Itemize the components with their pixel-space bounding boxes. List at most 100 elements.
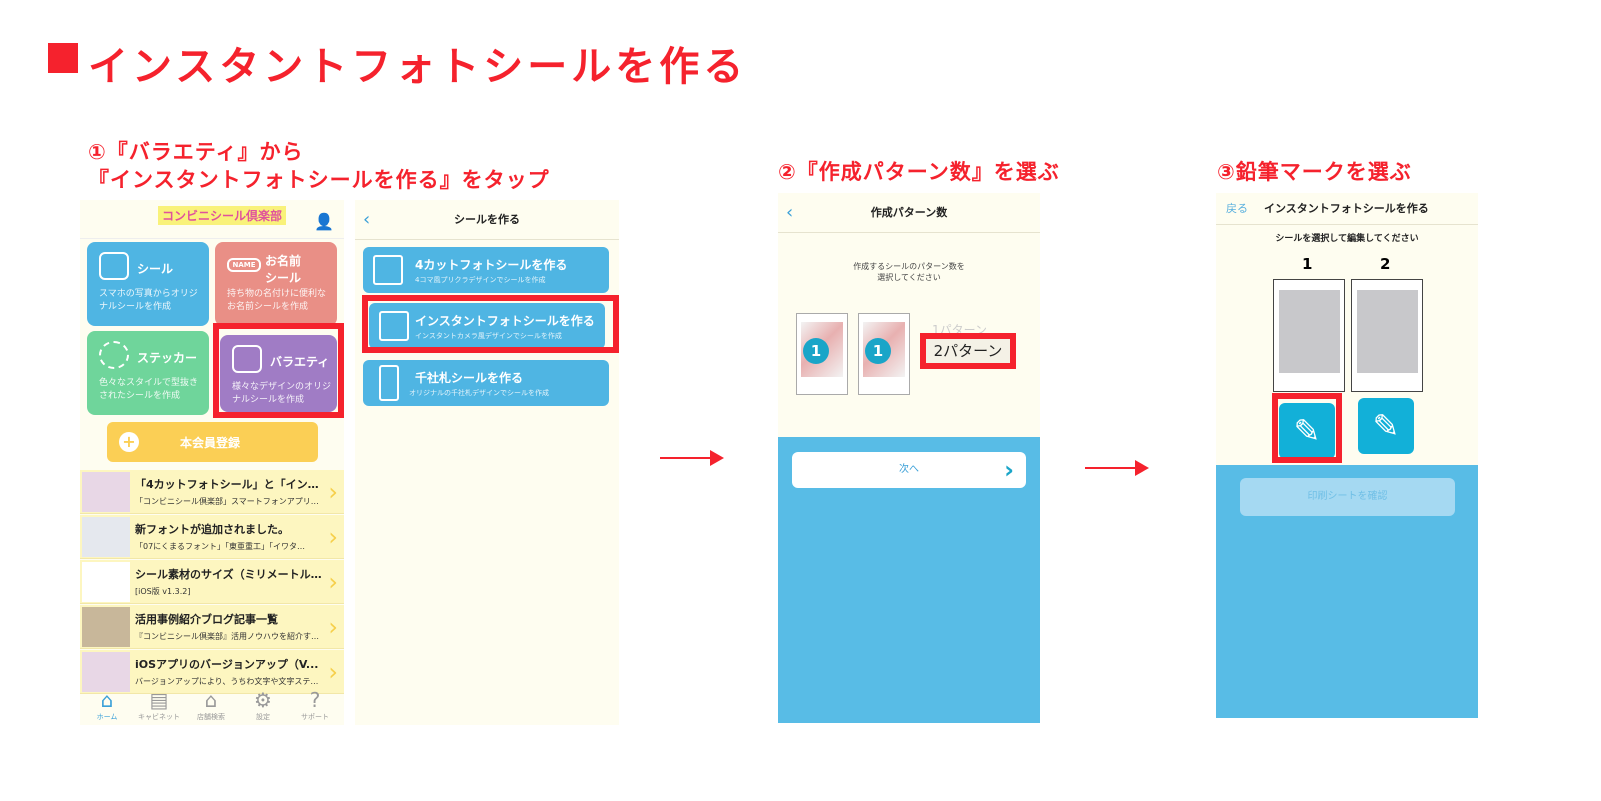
- back-chevron-icon[interactable]: ‹: [786, 202, 794, 223]
- step1-line1: ①『バラエティ』から: [88, 140, 304, 164]
- step1-label: ①『バラエティ』から 『インスタントフォトシールを作る』をタップ: [88, 138, 550, 194]
- chevron-right-icon: ›: [328, 478, 338, 506]
- pattern-badge: 1: [865, 338, 891, 364]
- edit-prompt: シールを選択して編集してください: [1275, 234, 1419, 244]
- news-item[interactable]: 活用事例紹介ブログ記事一覧『コンビニシール倶楽部』活用ノウハウを紹介す… ›: [80, 605, 344, 649]
- back-link[interactable]: 戻る: [1226, 202, 1248, 215]
- chevron-right-icon: ›: [328, 658, 338, 686]
- tile-name-seal[interactable]: NAME お名前シール 持ち物の名付けに便利なお名前シールを作成: [215, 242, 337, 326]
- tab-cabinet[interactable]: ▤キャビネット: [134, 688, 184, 722]
- star-icon: [99, 341, 129, 369]
- next-button[interactable]: 次へ›: [792, 452, 1026, 488]
- tile-desc: 様々なデザインのオリジナルシールを作成: [232, 382, 332, 405]
- chevron-right-icon: ›: [328, 613, 338, 641]
- make-seal-screen: ‹ シールを作る 4カットフォトシールを作る 4コマ風プリクラデザインでシールを作成…: [355, 200, 619, 725]
- store-icon: ⌂: [204, 688, 218, 712]
- app-logo: コンビニシール倶楽部: [158, 206, 287, 225]
- news-sub: 「コンビニシール倶楽部」スマートフォンアプリ…: [135, 497, 319, 506]
- pencil-edit-button-2[interactable]: ✎: [1358, 398, 1414, 454]
- back-chevron-icon[interactable]: ‹: [363, 209, 371, 230]
- news-thumbnail: [82, 472, 130, 512]
- sample-photo: 1: [796, 313, 848, 395]
- news-item[interactable]: iOSアプリのバージョンアップ（V... バージョンアップにより、うちわ文字や文字…: [80, 650, 344, 694]
- pencil-edit-button-1[interactable]: ✎: [1279, 403, 1335, 459]
- seal-slot-2[interactable]: [1351, 279, 1423, 392]
- page-title: インスタントフォトシールを作る: [88, 44, 748, 90]
- footer-panel: 印刷シートを確認: [1216, 465, 1478, 718]
- tile-title: ステッカー: [137, 351, 198, 365]
- tab-settings[interactable]: ⚙設定: [238, 688, 288, 722]
- highlight-pencil: [1272, 393, 1342, 463]
- title-square: [48, 43, 78, 73]
- news-thumbnail: [82, 652, 130, 692]
- chevron-right-icon: ›: [328, 568, 338, 596]
- news-thumbnail: [82, 562, 130, 602]
- menu-desc: インスタントカメラ風デザインでシールを作成: [415, 332, 562, 340]
- header: 戻る インスタントフォトシールを作る: [1216, 193, 1478, 225]
- news-sub: バージョンアップにより、うちわ文字や文字ステ…: [135, 677, 319, 686]
- seal-number: 2: [1380, 255, 1391, 273]
- name-tag-icon: NAME: [227, 258, 261, 272]
- news-title: シール素材のサイズ（ミリメートル…: [135, 568, 322, 581]
- tile-desc: 持ち物の名付けに便利なお名前シールを作成: [227, 289, 327, 312]
- confirm-print-sheet-button[interactable]: 印刷シートを確認: [1240, 478, 1455, 516]
- tile-title: バラエティ: [270, 355, 330, 369]
- tab-home[interactable]: ⌂ホーム: [82, 688, 132, 722]
- header-title: シールを作る: [454, 213, 520, 226]
- tile-desc: 色々なスタイルで型抜きされたシールを作成: [99, 378, 199, 401]
- seal-number: 1: [1302, 255, 1313, 273]
- seal-slot-1[interactable]: [1273, 279, 1345, 392]
- tile-desc: スマホの写真からオリジナルシールを作成: [99, 289, 198, 312]
- arrow-right-icon: [660, 450, 724, 466]
- plus-icon: +: [119, 432, 139, 452]
- edit-screen: 戻る インスタントフォトシールを作る シールを選択して編集してください 1 2 ✎…: [1216, 193, 1478, 718]
- news-title: 活用事例紹介ブログ記事一覧: [135, 613, 278, 626]
- news-item[interactable]: シール素材のサイズ（ミリメートル… [iOS版 v1.3.2] ›: [80, 560, 344, 604]
- news-item[interactable]: 「4カットフォトシール」と「イン… 「コンビニシール倶楽部」スマートフォンアプリ……: [80, 470, 344, 514]
- tile-title: シール: [137, 262, 174, 276]
- senjafuda-icon: [379, 365, 399, 401]
- menu-instant-photo[interactable]: インスタントフォトシールを作るインスタントカメラ風デザインでシールを作成: [369, 303, 605, 349]
- header-title: インスタントフォトシールを作る: [1264, 202, 1429, 215]
- film-strip-icon: [373, 255, 403, 285]
- home-icon: ⌂: [100, 688, 114, 712]
- header-title: 作成パターン数: [870, 206, 948, 219]
- menu-4cut[interactable]: 4カットフォトシールを作る 4コマ風プリクラデザインでシールを作成: [363, 247, 609, 293]
- news-item[interactable]: 新フォントが追加されました。「07にくまるフォント」「東亜重工」「イワタ… ›: [80, 515, 344, 559]
- header: ‹ シールを作る: [355, 200, 619, 240]
- home-screen: コンビニシール倶楽部 👤 シール スマホの写真からオリジナルシールを作成 NAM…: [80, 200, 344, 725]
- photos-icon: [232, 345, 262, 373]
- menu-desc: 4コマ風プリクラデザインでシールを作成: [415, 276, 546, 284]
- chevron-right-icon: ›: [328, 523, 338, 551]
- tile-title: お名前シール: [265, 254, 302, 285]
- tab-store-search[interactable]: ⌂店舗検索: [186, 688, 236, 722]
- menu-desc: オリジナルの千社札デザインでシールを作成: [409, 389, 549, 397]
- news-thumbnail: [82, 607, 130, 647]
- tile-sticker[interactable]: ステッカー 色々なスタイルで型抜きされたシールを作成: [87, 331, 209, 415]
- pattern-option-2[interactable]: 2パターン: [920, 333, 1016, 369]
- tile-seal[interactable]: シール スマホの写真からオリジナルシールを作成: [87, 242, 209, 326]
- pattern-badge: 1: [803, 338, 829, 364]
- highlight-variety: [213, 323, 344, 418]
- chevron-right-icon: ›: [1004, 456, 1014, 484]
- step3-label: ③鉛筆マークを選ぶ: [1217, 160, 1412, 184]
- step2-label: ②『作成パターン数』を選ぶ: [778, 160, 1060, 184]
- menu-title: 4カットフォトシールを作る: [415, 258, 568, 272]
- news-sub: [iOS版 v1.3.2]: [135, 587, 191, 596]
- news-sub: 「07にくまるフォント」「東亜重工」「イワタ…: [135, 542, 306, 551]
- news-thumbnail: [82, 517, 130, 557]
- account-icon[interactable]: 👤: [314, 212, 334, 231]
- smile-icon: [99, 252, 129, 280]
- tab-support[interactable]: ?サポート: [290, 688, 340, 722]
- menu-senjafuda[interactable]: 千社札シールを作るオリジナルの千社札デザインでシールを作成: [363, 360, 609, 406]
- news-title: 新フォントが追加されました。: [135, 523, 289, 536]
- news-sub: 『コンビニシール倶楽部』活用ノウハウを紹介す…: [135, 632, 319, 641]
- step1-line2: 『インスタントフォトシールを作る』をタップ: [88, 168, 550, 192]
- help-icon: ?: [309, 688, 321, 712]
- news-title: iOSアプリのバージョンアップ（V...: [135, 658, 319, 671]
- pattern-prompt: 作成するシールのパターン数を選択してください: [853, 262, 965, 282]
- sample-photo: 1: [858, 313, 910, 395]
- register-button[interactable]: + 本会員登録: [107, 422, 318, 462]
- news-title: 「4カットフォトシール」と「イン…: [135, 478, 319, 491]
- tile-variety[interactable]: バラエティ 様々なデザインのオリジナルシールを作成: [220, 335, 337, 412]
